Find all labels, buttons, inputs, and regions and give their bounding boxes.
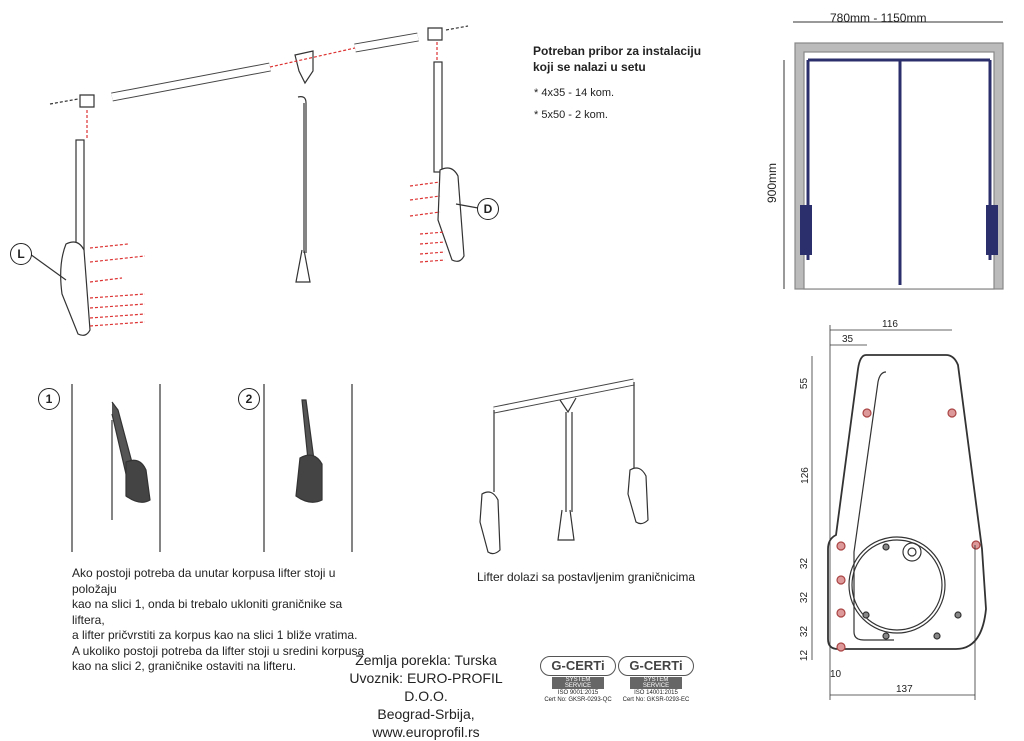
- accessories-title-line2: koji se nalazi u setu: [533, 60, 646, 74]
- dim-spacing-1: 32: [799, 557, 811, 570]
- cert-service: SYSTEM SERVICE: [630, 677, 682, 689]
- country-of-origin: Zemlja porekla: Turska: [355, 652, 497, 668]
- importer: Uvoznik: EURO-PROFIL D.O.O.: [349, 670, 503, 704]
- instruction-line: Ako postoji potreba da unutar korpusa li…: [72, 566, 336, 596]
- instruction-line: a lifter pričvrstiti za korpus kao na sl…: [72, 628, 358, 642]
- dim-top-width: 116: [882, 319, 898, 330]
- marker-right: D: [477, 198, 499, 220]
- wardrobe-frame: [783, 21, 1004, 290]
- dim-edge: 10: [830, 669, 842, 680]
- bracket-dimension-drawing: [811, 325, 987, 700]
- exploded-assembly: [29, 25, 479, 336]
- importer-address: Beograd-Srbija, www.europrofil.rs: [372, 706, 480, 740]
- accessories-title-line1: Potreban pribor za instalaciju: [533, 44, 702, 58]
- certificate-iso-14001: G-CERTi SYSTEM SERVICE ISO 14001:2015 Ce…: [618, 656, 694, 704]
- figure-2: [263, 384, 353, 552]
- dim-spacing-3: 32: [799, 625, 811, 638]
- dim-top-height: 55: [799, 377, 811, 390]
- footer-info: Zemlja porekla: Turska Uvoznik: EURO-PRO…: [336, 651, 516, 741]
- certificate-iso-9001: G-CERTi SYSTEM SERVICE ISO 9001:2015 Cer…: [540, 656, 616, 704]
- frame-height-label: 900mm: [765, 162, 780, 204]
- marker-figure-1: 1: [38, 388, 60, 410]
- g-cert-logo: G-CERTi: [618, 656, 694, 676]
- cert-number: Cert No: GKSR-0293-EC: [622, 697, 690, 703]
- instruction-line: kao na slici 1, onda bi trebalo ukloniti…: [72, 597, 343, 627]
- technical-drawings: [29, 21, 1004, 700]
- accessory-item: * 4x35 - 14 kom.: [534, 87, 615, 99]
- accessory-item: * 5x50 - 2 kom.: [534, 109, 608, 121]
- dim-bottom: 12: [799, 649, 811, 662]
- figure-1: [71, 384, 161, 552]
- cert-standard: ISO 9001:2015: [557, 690, 599, 696]
- dim-mid-height: 126: [799, 467, 811, 484]
- instruction-line: A ukoliko postoji potreba da lifter stoj…: [72, 643, 365, 658]
- accessories-title: Potreban pribor za instalaciju koji se n…: [533, 43, 701, 75]
- cert-service: SYSTEM SERVICE: [552, 677, 604, 689]
- dim-bottom-width: 137: [896, 684, 913, 695]
- instructions-text: Ako postoji potreba da unutar korpusa li…: [72, 566, 372, 675]
- g-cert-logo: G-CERTi: [540, 656, 616, 676]
- marker-figure-2: 2: [238, 388, 260, 410]
- lifter-caption: Lifter dolazi sa postavljenim graničnici…: [477, 570, 696, 584]
- marker-left: L: [10, 243, 32, 265]
- frame-width-label: 780mm - 1150mm: [830, 11, 927, 25]
- dim-spacing-2: 32: [799, 591, 811, 604]
- cert-standard: ISO 14001:2015: [634, 690, 678, 696]
- cert-number: Cert No: GKSR-0293-QC: [544, 697, 612, 703]
- instruction-line: kao na slici 2, graničnike ostaviti na l…: [72, 659, 297, 673]
- assembled-lifter: [479, 378, 649, 555]
- dim-hole-offset: 35: [842, 334, 854, 345]
